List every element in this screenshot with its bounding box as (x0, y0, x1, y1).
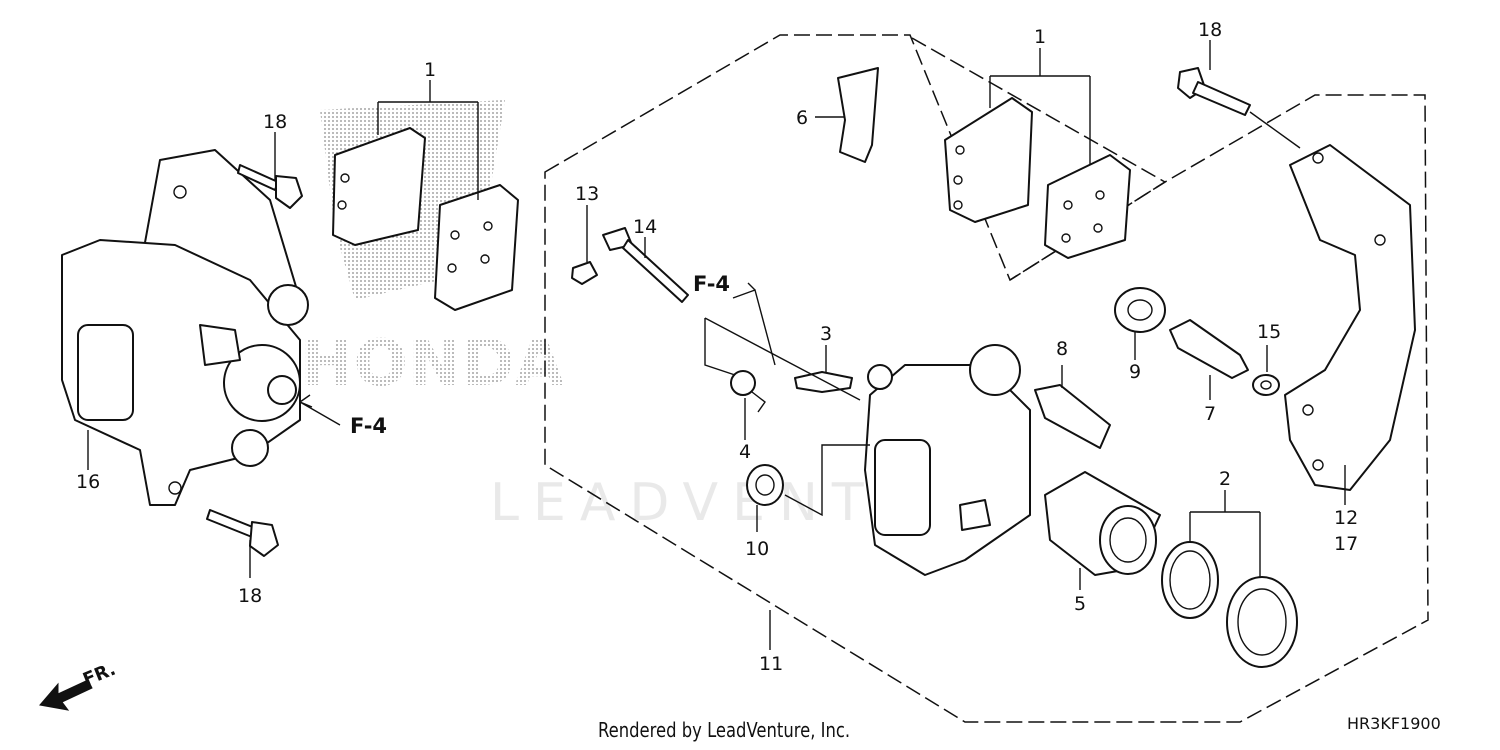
honda-wing-logo: HONDA (300, 100, 565, 401)
callout-slide-pin: 7 (1204, 403, 1216, 425)
front-direction-label: FR. (80, 659, 119, 691)
bleeder-part (794, 371, 853, 393)
callout-caliper-assy: 11 (759, 653, 783, 675)
piston-seal-part (1161, 541, 1219, 619)
rendered-by-credit: Rendered by LeadVenture, Inc. (598, 718, 851, 742)
callout-left-pad-set: 1 (424, 59, 436, 81)
callout-bleeder-cap: 4 (739, 441, 751, 463)
callout-numbers: 1 18 16 18 1 18 6 13 14 3 4 10 11 8 9 7 … (76, 19, 1358, 675)
dust-seal-part (1226, 576, 1298, 668)
left-bolt-bottom-part (206, 509, 279, 557)
pad-pin-part (602, 227, 689, 303)
small-boot-part (746, 464, 784, 506)
ref-mark-f4-left: F-4 (350, 414, 387, 438)
pad-set-outline (911, 37, 1167, 281)
diagram-code: HR3KF1900 (1347, 714, 1441, 733)
callout-pin-plug: 13 (575, 183, 599, 205)
callout-washer: 15 (1257, 321, 1281, 343)
callout-bracket-a: 12 (1334, 507, 1358, 529)
callout-pad-pin: 14 (633, 216, 657, 238)
callout-small-boot: 10 (745, 538, 769, 560)
callout-bleeder: 3 (820, 323, 832, 345)
callout-left-bolt-bottom: 18 (238, 585, 262, 607)
honda-brand-text: HONDA (300, 327, 565, 401)
bleeder-cap-part (730, 370, 766, 413)
callout-pad-spring: 6 (796, 107, 808, 129)
left-bolt-top-part (237, 164, 303, 209)
ref-mark-f4-right: F-4 (693, 272, 730, 296)
left-caliper-assembly (61, 149, 309, 506)
main-caliper-body (864, 344, 1031, 576)
callout-bracket-b: 17 (1334, 533, 1358, 555)
right-brake-pads (944, 97, 1131, 259)
callout-bracket-bolt: 18 (1198, 19, 1222, 41)
bracket-bolt-part (1177, 67, 1251, 116)
callout-bracket-boot: 9 (1129, 361, 1141, 383)
callout-pin-boot: 8 (1056, 338, 1068, 360)
caliper-assembly-outline (544, 34, 1429, 723)
callout-right-pad-set: 1 (1034, 26, 1046, 48)
pin-plug-part (571, 261, 598, 285)
callout-left-bolt-top: 18 (263, 111, 287, 133)
piston-part (1044, 471, 1161, 576)
callout-left-caliper: 16 (76, 471, 100, 493)
washer-part (1252, 374, 1280, 396)
pin-boot-part (1034, 384, 1111, 449)
slide-pin-part (1169, 319, 1249, 379)
pad-spring-part (837, 67, 879, 163)
callout-piston: 5 (1074, 593, 1086, 615)
front-direction-arrow-icon: FR. (39, 659, 119, 711)
bracket-boot-part (1114, 287, 1166, 333)
caliper-bracket-part (1284, 144, 1416, 491)
callout-seal-set: 2 (1219, 468, 1231, 490)
left-brake-pads (332, 127, 519, 311)
leader-lines (87, 40, 1346, 650)
